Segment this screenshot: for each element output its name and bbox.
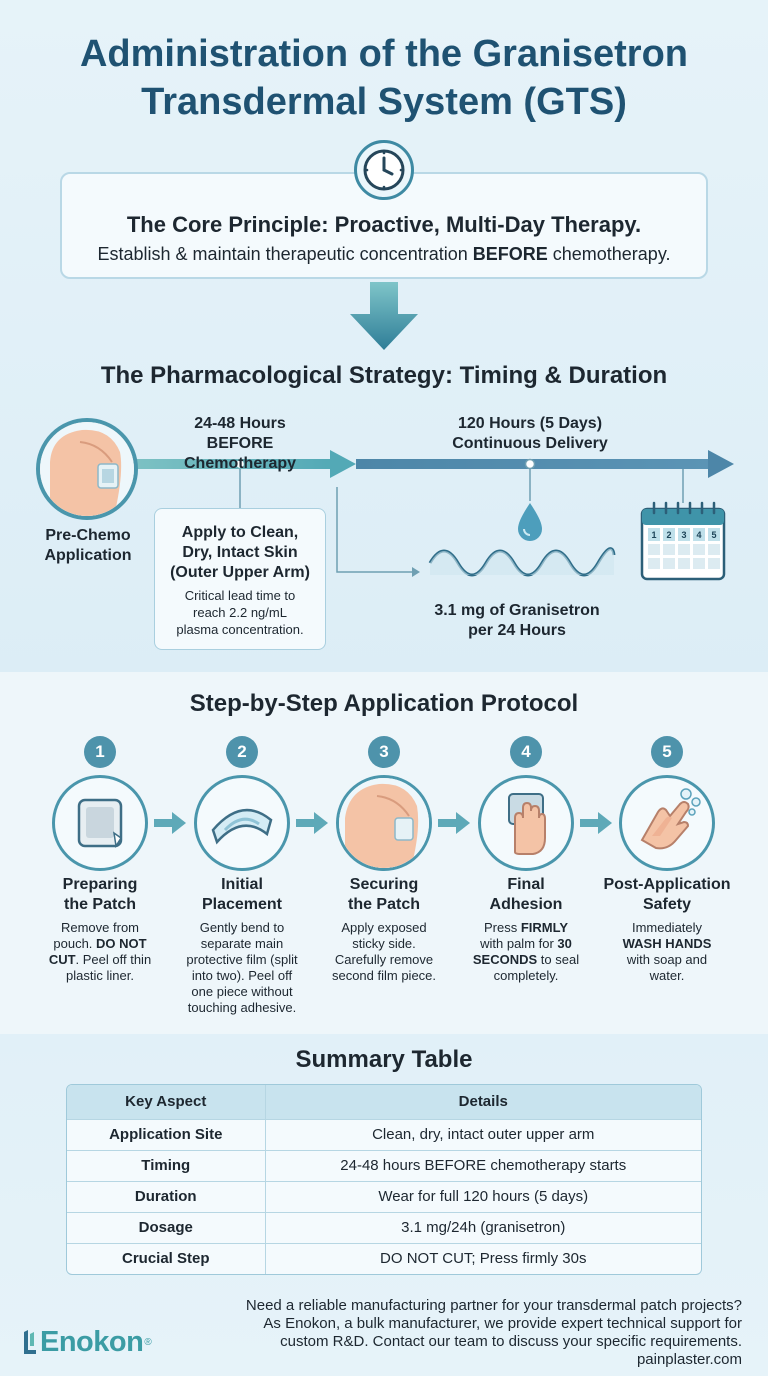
footer-line-3: custom R&D. Contact our team to discuss … xyxy=(280,1333,742,1350)
title-line-1: Administration of the Granisetron xyxy=(79,33,689,75)
core-sub-pre: Establish & maintain therapeutic concent… xyxy=(97,244,473,264)
calendar-day-1: 1 xyxy=(651,530,656,540)
logo-text: Enokon xyxy=(40,1325,144,1358)
summary-heading: Summary Table xyxy=(295,1046,473,1073)
core-sub-bold: BEFORE xyxy=(472,244,548,264)
calendar-day-2: 2 xyxy=(666,530,671,540)
table-cell: DO NOT CUT; Press firmly 30s xyxy=(265,1242,701,1274)
step-number-badge: 1 xyxy=(84,736,116,768)
table-cell: 3.1 mg/24h (granisetron) xyxy=(265,1211,701,1243)
apply-subtitle: Critical lead time to reach 2.2 ng/mL pl… xyxy=(155,587,325,638)
phase1-line2: BEFORE Chemotherapy xyxy=(183,435,297,472)
step-arrow-icon xyxy=(154,812,186,834)
step-number-badge: 5 xyxy=(651,736,683,768)
apply-title-2: Dry, Intact Skin xyxy=(182,544,298,561)
prechemo-line1: Pre-Chemo xyxy=(45,527,131,544)
palm-press-icon xyxy=(478,775,574,871)
table-cell: Duration xyxy=(67,1180,266,1212)
film-bend-icon xyxy=(194,775,290,871)
prechemo-label: Pre-Chemo Application xyxy=(20,526,156,566)
phase1-label: 24-48 Hours BEFORE Chemotherapy xyxy=(150,414,330,474)
hand-wash-icon xyxy=(619,775,715,871)
apply-title-1: Apply to Clean, xyxy=(181,524,299,541)
clock-icon xyxy=(354,140,414,200)
core-sub-post: chemotherapy. xyxy=(547,244,671,264)
step-arrow-icon xyxy=(296,812,328,834)
step-number-badge: 3 xyxy=(368,736,400,768)
phase1-line1: 24-48 Hours xyxy=(194,415,286,432)
phase2-line2: Continuous Delivery xyxy=(452,435,608,452)
table-cell: Application Site xyxy=(67,1118,266,1150)
step-number-badge: 4 xyxy=(510,736,542,768)
footer-website-link[interactable]: painplaster.com xyxy=(636,1351,742,1368)
table-cell: Timing xyxy=(67,1149,266,1181)
patch-pouch-icon xyxy=(52,775,148,871)
step-number-badge: 2 xyxy=(226,736,258,768)
footer-contact-text: Need a reliable manufacturing partner fo… xyxy=(182,1297,742,1369)
arm-patch-icon xyxy=(336,775,432,871)
title-line-2: Transdermal System (GTS) xyxy=(141,81,627,123)
apply-sub-2: reach 2.2 ng/mL xyxy=(193,605,287,620)
table-header-details: Details xyxy=(265,1085,701,1119)
upper-arm-patch-icon xyxy=(36,418,138,520)
enokon-logo-icon xyxy=(24,1330,36,1354)
core-principle-subtitle: Establish & maintain therapeutic concent… xyxy=(62,244,706,265)
apply-sub-1: Critical lead time to xyxy=(184,588,296,603)
table-header-row: Key Aspect Details xyxy=(67,1085,701,1119)
core-principle-title: The Core Principle: Proactive, Multi-Day… xyxy=(126,212,642,237)
protocol-heading: Step-by-Step Application Protocol xyxy=(189,690,579,717)
footer-line-2: As Enokon, a bulk manufacturer, we provi… xyxy=(263,1315,742,1332)
prechemo-line2: Application xyxy=(44,547,132,564)
dose-label: 3.1 mg of Granisetron per 24 Hours xyxy=(404,601,630,641)
table-cell: Clean, dry, intact outer upper arm xyxy=(265,1118,701,1150)
apply-title: Apply to Clean, Dry, Intact Skin (Outer … xyxy=(155,523,325,583)
step-arrow-icon xyxy=(580,812,612,834)
enokon-logo: Enokon® xyxy=(22,1324,152,1360)
dose-line2: per 24 Hours xyxy=(468,622,566,639)
apply-sub-3: plasma concentration. xyxy=(176,622,304,637)
table-cell: Dosage xyxy=(67,1211,266,1243)
step-arrow-icon xyxy=(438,812,470,834)
phase2-line1: 120 Hours (5 Days) xyxy=(457,415,603,432)
timeline-graphic: 1 2 3 4 5 xyxy=(128,450,734,581)
page-title: Administration of the Granisetron Transd… xyxy=(0,30,768,126)
table-header-key-aspect: Key Aspect xyxy=(67,1085,266,1119)
calendar-day-5: 5 xyxy=(711,530,716,540)
apply-skin-box: Apply to Clean, Dry, Intact Skin (Outer … xyxy=(154,508,326,650)
table-cell: Crucial Step xyxy=(67,1242,266,1274)
logo-registered: ® xyxy=(144,1336,152,1348)
phase2-label: 120 Hours (5 Days) Continuous Delivery xyxy=(430,414,630,454)
apply-title-3: (Outer Upper Arm) xyxy=(170,564,310,581)
down-arrow-icon xyxy=(350,282,418,350)
calendar-day-4: 4 xyxy=(696,530,701,540)
table-cell: Wear for full 120 hours (5 days) xyxy=(265,1180,701,1212)
footer-line-1: Need a reliable manufacturing partner fo… xyxy=(245,1297,742,1314)
calendar-day-3: 3 xyxy=(681,530,686,540)
strategy-heading: The Pharmacological Strategy: Timing & D… xyxy=(100,362,668,389)
table-cell: 24-48 hours BEFORE chemotherapy starts xyxy=(265,1149,701,1181)
dose-line1: 3.1 mg of Granisetron xyxy=(434,602,600,619)
